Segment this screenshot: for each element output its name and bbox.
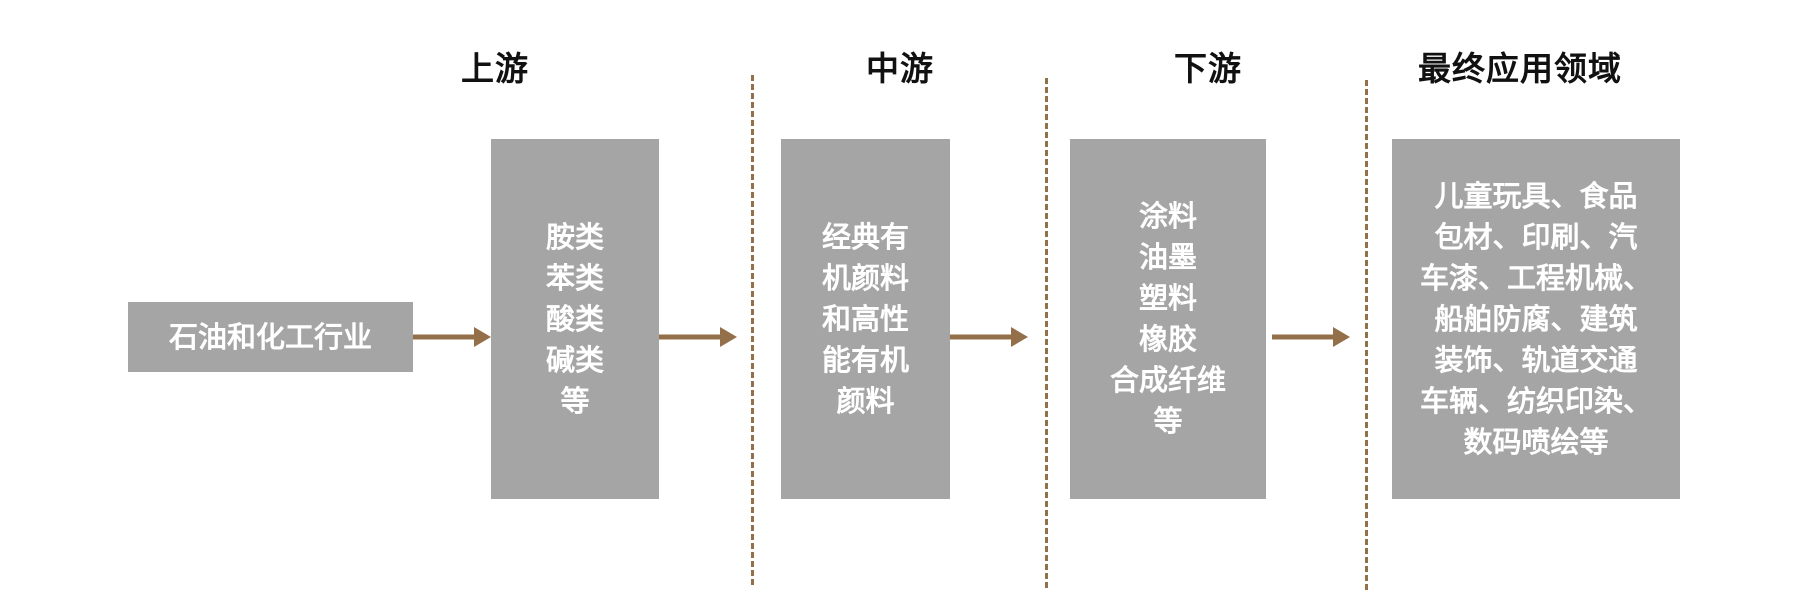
downstream-box: 涂料 油墨 塑料 橡胶 合成纤维 等 <box>1070 139 1266 499</box>
upstream-item: 等 <box>560 383 590 418</box>
midstream-line: 机颜料 <box>821 260 909 295</box>
midstream-title: 中游 <box>866 49 934 88</box>
arrow-downstream-to-end-use <box>1272 327 1350 347</box>
downstream-item: 合成纤维 <box>1109 363 1226 397</box>
downstream-title: 下游 <box>1174 49 1242 88</box>
upstream-item: 胺类 <box>545 219 604 254</box>
upstream-item: 碱类 <box>545 342 604 377</box>
source-box-label: 石油和化工行业 <box>168 319 372 354</box>
downstream-item: 橡胶 <box>1138 322 1197 356</box>
end-use-line: 数码喷绘等 <box>1463 424 1609 459</box>
midstream-line: 能有机 <box>821 342 909 377</box>
upstream-item: 苯类 <box>545 260 604 295</box>
arrow-upstream-to-midstream <box>659 327 737 347</box>
midstream-line: 和高性 <box>821 301 909 336</box>
midstream-line: 经典有 <box>821 219 909 254</box>
upstream-title: 上游 <box>461 49 529 88</box>
end-use-line: 车漆、工程机械、 <box>1419 260 1652 295</box>
downstream-item: 涂料 <box>1138 199 1197 233</box>
end-use-line: 车辆、纺织印染、 <box>1419 383 1652 418</box>
end-use-title: 最终应用领域 <box>1418 49 1622 88</box>
divider-midstream-downstream <box>1045 78 1048 588</box>
arrow-midstream-to-downstream <box>950 327 1028 347</box>
upstream-item: 酸类 <box>545 301 604 336</box>
divider-downstream-enduse <box>1365 80 1368 590</box>
end-use-line: 装饰、轨道交通 <box>1434 342 1638 377</box>
downstream-item: 等 <box>1153 404 1183 438</box>
divider-upstream-midstream <box>751 75 754 585</box>
downstream-item: 油墨 <box>1138 240 1197 274</box>
midstream-line: 颜料 <box>836 383 895 418</box>
source-box: 石油和化工行业 <box>128 302 413 372</box>
arrow-source-to-upstream <box>413 327 491 347</box>
end-use-line: 儿童玩具、食品 <box>1434 178 1638 213</box>
end-use-box: 儿童玩具、食品 包材、印刷、汽 车漆、工程机械、 船舶防腐、建筑 装饰、轨道交通… <box>1392 139 1680 499</box>
midstream-box: 经典有 机颜料 和高性 能有机 颜料 <box>781 139 950 499</box>
downstream-item: 塑料 <box>1138 281 1197 315</box>
end-use-line: 船舶防腐、建筑 <box>1434 301 1638 336</box>
upstream-box: 胺类 苯类 酸类 碱类 等 <box>491 139 659 499</box>
end-use-line: 包材、印刷、汽 <box>1434 219 1638 254</box>
